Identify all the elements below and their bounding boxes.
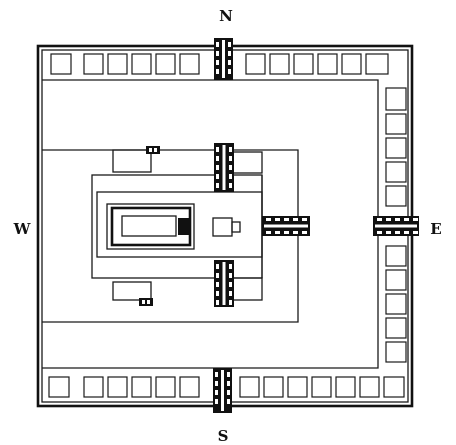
temple-cell <box>126 210 129 214</box>
inner-north-small-gate <box>146 146 160 154</box>
chamber-north <box>107 53 128 75</box>
chambers-east-column <box>385 87 407 363</box>
inner-court-north-room <box>112 149 152 173</box>
chamber-north <box>83 53 104 75</box>
compass-east-label: E <box>430 220 441 238</box>
temple-side-chambers <box>116 210 174 243</box>
temple-cell <box>126 239 129 243</box>
chamber-north <box>131 53 152 75</box>
temple-cell <box>136 239 139 243</box>
temple-cell <box>116 210 119 214</box>
temple-cell <box>171 210 174 214</box>
chamber-south <box>335 376 356 398</box>
compass-west-label: W <box>13 220 32 238</box>
temple-cell <box>156 210 159 214</box>
chamber-south <box>107 376 128 398</box>
temple-cell <box>146 210 149 214</box>
inner-south-gate <box>214 260 234 307</box>
compass-south-label: S <box>218 427 229 445</box>
chamber-north <box>341 53 362 75</box>
temple-cell <box>136 210 139 214</box>
chamber-north <box>269 53 290 75</box>
inner-south-small-gate <box>139 298 153 306</box>
compass-north-label: N <box>219 7 233 25</box>
inner-court-ne-room <box>231 151 263 174</box>
chamber-south <box>239 376 260 398</box>
temple-cell <box>161 210 164 214</box>
gatehouses <box>213 38 419 413</box>
chamber-south <box>383 376 405 398</box>
outer-south-gate <box>213 368 232 413</box>
temple-cell <box>131 210 134 214</box>
temple-cell <box>121 239 124 243</box>
chamber-north <box>365 53 389 75</box>
inner-court-south-room <box>112 281 152 301</box>
altar-step <box>231 221 241 233</box>
temple-cell <box>141 239 144 243</box>
chamber-east <box>385 161 407 183</box>
temple-cell <box>116 239 119 243</box>
temple-cell <box>151 210 154 214</box>
chambers-south-row <box>48 376 405 398</box>
inner-court-terrace <box>91 174 263 279</box>
temple-cell <box>166 210 169 214</box>
outer-wall <box>36 44 414 408</box>
chamber-north <box>293 53 314 75</box>
temple-cell <box>131 239 134 243</box>
chamber-east <box>385 293 407 315</box>
temple-porch <box>178 218 190 235</box>
chamber-east <box>385 185 407 207</box>
chamber-south <box>287 376 308 398</box>
chamber-north <box>179 53 200 75</box>
chamber-north <box>245 53 266 75</box>
temple-cell <box>156 239 159 243</box>
outer-east-gate <box>373 216 419 236</box>
temple-cell <box>151 239 154 243</box>
inner-court-se-room <box>231 277 263 301</box>
chamber-south <box>359 376 380 398</box>
temple-cell <box>161 239 164 243</box>
chamber-east <box>385 269 407 291</box>
chamber-east <box>385 341 407 363</box>
inner-east-gate <box>262 216 310 236</box>
chamber-south <box>155 376 176 398</box>
chamber-south <box>131 376 152 398</box>
chambers-north-row <box>50 53 389 75</box>
chamber-south <box>179 376 200 398</box>
chamber-south <box>48 376 70 398</box>
chamber-north <box>317 53 338 75</box>
temple-cell <box>121 210 124 214</box>
chamber-south <box>83 376 104 398</box>
chamber-north <box>155 53 176 75</box>
temple-building <box>96 146 263 306</box>
chamber-south <box>311 376 332 398</box>
altar <box>212 217 233 237</box>
temple-cell <box>141 210 144 214</box>
chamber-east <box>385 113 407 135</box>
outer-court <box>36 44 414 408</box>
temple-cell <box>166 239 169 243</box>
chamber-east <box>385 87 407 111</box>
inner-north-gate <box>214 143 234 192</box>
temple-sanctuary <box>121 215 177 237</box>
chamber-east <box>385 137 407 159</box>
temple-cell <box>146 239 149 243</box>
temple-enclosure <box>106 203 195 250</box>
chamber-east <box>385 317 407 339</box>
outer-north-gate <box>214 38 233 80</box>
chamber-north <box>50 53 72 75</box>
chamber-south <box>263 376 284 398</box>
chamber-east <box>385 245 407 267</box>
temple-cell <box>171 239 174 243</box>
